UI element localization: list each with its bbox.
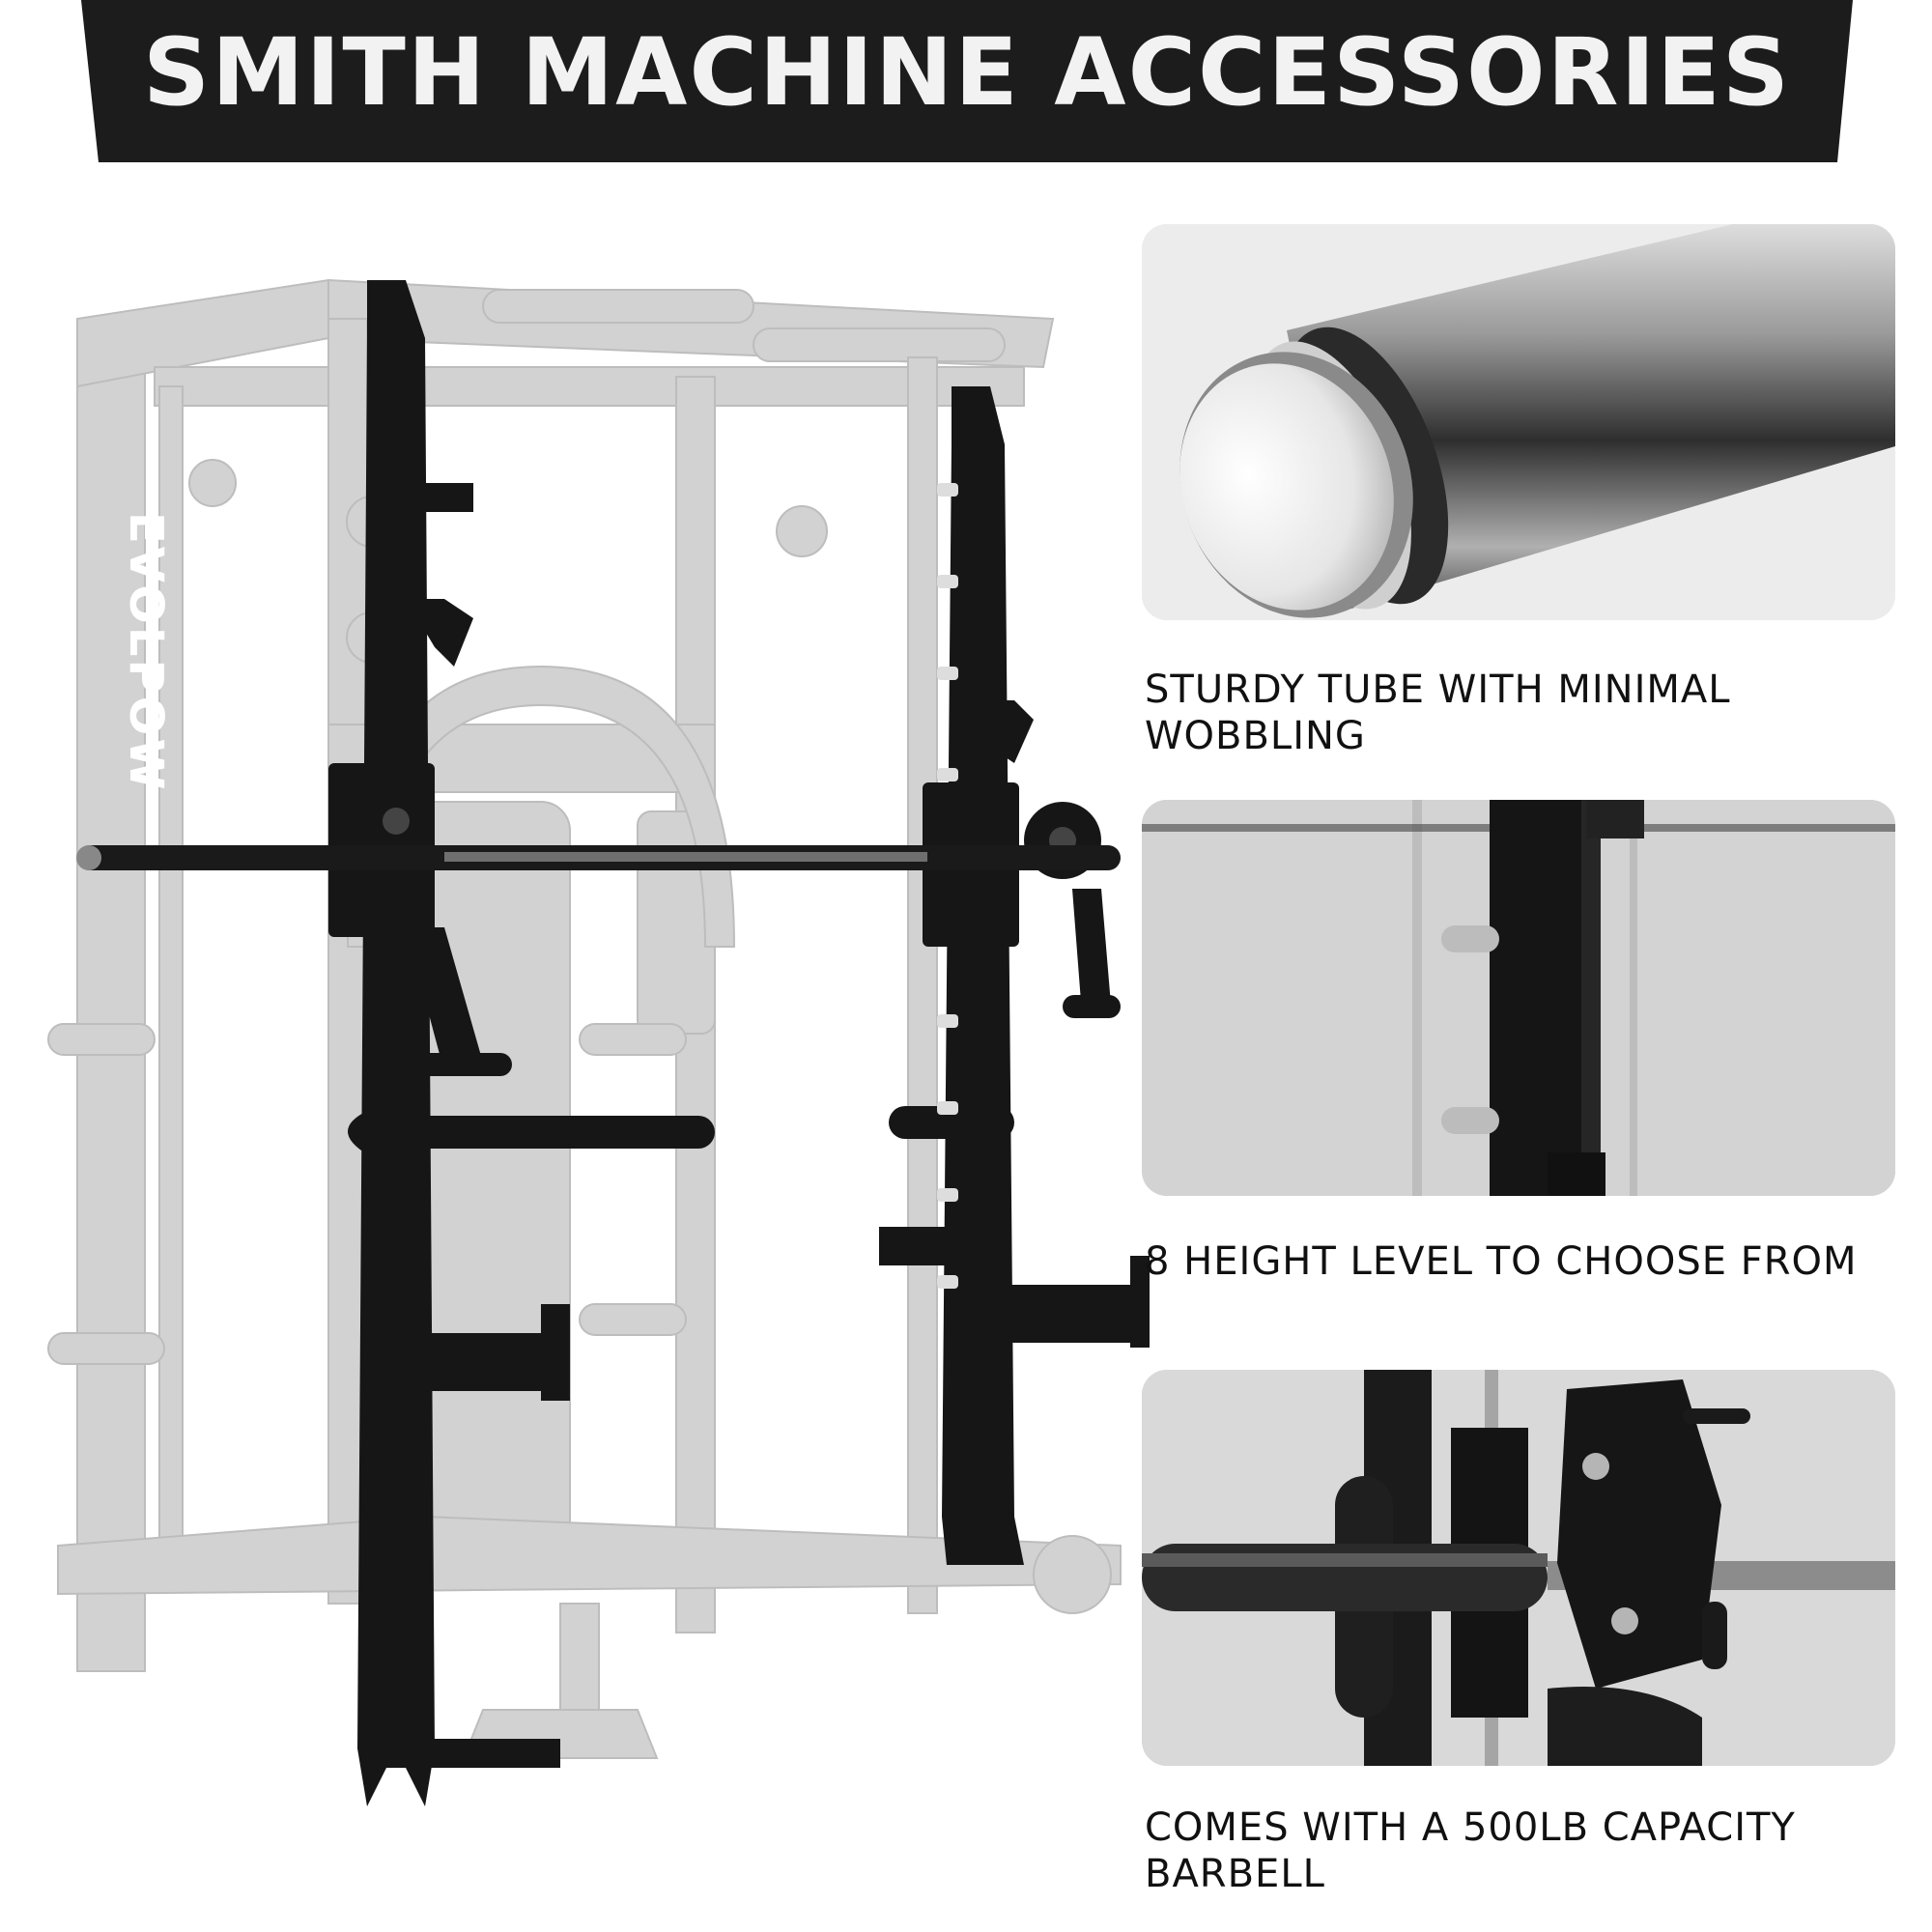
page-title: SMITH MACHINE ACCESSORIES: [142, 18, 1792, 127]
height-pegs: [937, 483, 958, 1289]
feature-caption-height: 8 HEIGHT LEVEL TO CHOOSE FROM: [1145, 1239, 1858, 1284]
barbell: [76, 845, 1121, 870]
title-banner: SMITH MACHINE ACCESSORIES: [81, 0, 1853, 164]
brand-logo-text: EVOLPOW: [119, 512, 173, 792]
feature-panel-height: [1142, 800, 1895, 1196]
barbell-closeup-image: [1142, 1370, 1895, 1766]
feature-caption-barbell: COMES WITH A 500LB CAPACITY BARBELL: [1145, 1805, 1796, 1896]
tube-closeup-image: [1142, 224, 1895, 620]
smith-machine-illustration: EVOLPOW: [39, 261, 1155, 1806]
feature-caption-tube: STURDY TUBE WITH MINIMAL WOBBLING: [1145, 668, 1731, 758]
feature-panel-barbell: [1142, 1370, 1895, 1766]
feature-panel-tube: [1142, 224, 1895, 620]
height-closeup-image: [1142, 800, 1895, 1196]
banner-background: [81, 0, 1853, 162]
